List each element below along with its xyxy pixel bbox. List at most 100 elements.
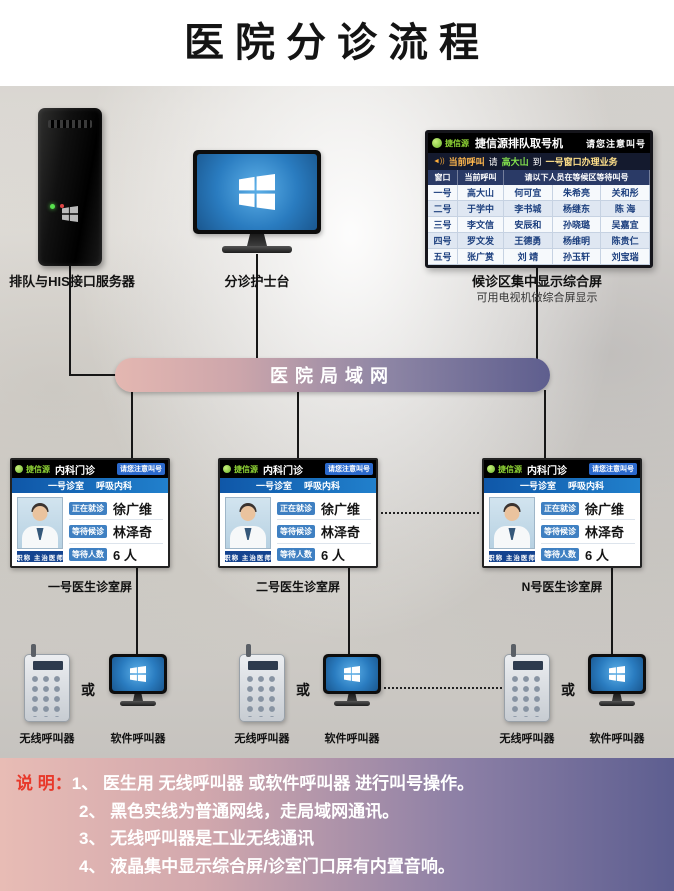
monitor-bezel [588,654,646,694]
department-name: 呼吸内科 [568,481,605,491]
door2-label: 二号医生诊室屏 [255,580,340,594]
windows-logo-icon [344,666,360,682]
monitor-screen [112,657,164,691]
nurse-station-label: 分诊护士台 [224,274,290,289]
brand-name: 捷信源 [445,138,469,148]
room-banner: 一号诊室 呼吸内科 [12,478,168,493]
door-body: 职称 主治医师 正在就诊 徐广维 等待候诊 林泽奇 等待人数 6 人 [220,493,376,566]
door-screen-2: 捷信源 内科门诊 请您注意叫号 一号诊室 呼吸内科 职称 主治医师 正在就诊 [218,458,378,568]
doctor-photo-column: 职称 主治医师 [16,497,63,566]
caller-keys [511,675,545,717]
monitor-base [599,701,635,706]
board-title: 捷信源排队取号机 [475,138,563,150]
next-patient-row: 等待候诊 林泽奇 [541,520,635,544]
brand-name: 捷信源 [498,464,522,474]
queue-row-4: 四号罗文发王德勇杨维明陈贵仁 [428,233,650,249]
monitor-screen [591,657,643,691]
door-info-rows: 正在就诊 徐广维 等待候诊 林泽奇 等待人数 6 人 [535,497,635,566]
monitor-stand [612,694,622,701]
door1-label: 一号医生诊室屏 [47,580,132,594]
door-notice: 请您注意叫号 [589,463,637,475]
doctor-title-badge: 职称 主治医师 [16,551,63,562]
waiting-count-row: 等待人数 6 人 [541,544,635,566]
server-led-red [60,204,64,208]
antenna [246,644,251,657]
queue-table-header: 窗口 当前呼叫 请以下人员在等候区等待叫号 [428,170,650,185]
door-title: 内科门诊 [263,465,303,477]
his-server-device [38,108,102,266]
door-notice: 请您注意叫号 [117,463,165,475]
doctor-photo [489,497,535,549]
department-name: 呼吸内科 [304,481,341,491]
queue-row-3: 三号李文信安辰和孙晓璐吴嘉宜 [428,217,650,233]
monitor-bezel [323,654,381,694]
caller-screen [248,661,278,670]
cable-lan-door2 [297,390,299,458]
monitor-screen [197,154,317,230]
door-info-rows: 正在就诊 徐广维 等待候诊 林泽奇 等待人数 6 人 [63,497,163,566]
cable-door1-caller [136,566,138,656]
antenna [31,644,36,657]
monitor-base [334,701,370,706]
note-line-3: 3、 无线呼叫器是工业无线通讯 [79,829,315,849]
wireless-caller-1 [24,644,70,722]
wireless-caller-2-label: 无线呼叫器 [234,733,290,745]
room-name: 一号诊室 [47,481,84,491]
monitor-stand [247,234,267,246]
note-line-2: 2、 黑色实线为普通网线，走局域网通讯。 [79,801,400,821]
door-notice: 请您注意叫号 [325,463,373,475]
door-header: 捷信源 内科门诊 请您注意叫号 [12,460,168,478]
avatar-tie [508,528,516,540]
room-banner: 一号诊室 呼吸内科 [484,478,640,493]
caller-keys [246,675,280,717]
doctor-photo-column: 职称 主治医师 [224,497,271,566]
door-header: 捷信源 内科门诊 请您注意叫号 [220,460,376,478]
door-screen-n: 捷信源 内科门诊 请您注意叫号 一号诊室 呼吸内科 职称 主治医师 正在就诊 [482,458,642,568]
queue-row-1: 一号高大山何可宜朱希亮关和彤 [428,185,650,201]
note-line-4: 4、 液晶集中显示综合屏/诊室门口屏有内置音响。 [79,856,455,876]
cable-server-vertical [69,266,71,376]
monitor-base [222,246,292,253]
server-led-green [50,204,55,209]
or-text-1: 或 [81,682,95,698]
cable-server-horizontal [69,374,119,376]
waiting-area-display-board: 捷信源 捷信源排队取号机 请您注意叫号 ◄)) 当前呼叫 请 高大山 到 一号窗… [425,130,653,268]
room-name: 一号诊室 [255,481,292,491]
monitor-screen [326,657,378,691]
note-line-1: 说 明：1、 医生用 无线呼叫器 或软件呼叫器 进行叫号操作。 [16,774,475,793]
wireless-caller-3 [504,644,550,722]
caller-screen [33,661,63,670]
monitor-stand [347,694,357,701]
cable-door2-caller [348,566,350,656]
cable-door3-caller [611,566,613,656]
cable-lan-door1 [131,390,133,458]
door-title: 内科门诊 [55,465,95,477]
caller-keys [31,675,65,717]
avatar-head [32,506,48,521]
software-caller-3-label: 软件呼叫器 [589,733,645,745]
current-call-name: 高大山 [501,157,529,167]
door-header: 捷信源 内科门诊 请您注意叫号 [484,460,640,478]
brand-logo-icon [432,138,442,148]
room-banner: 一号诊室 呼吸内科 [220,478,376,493]
board-sublabel: 可用电视机做综合屏显示 [476,292,598,304]
col-waiting: 请以下人员在等候区等待叫号 [504,170,650,185]
or-text-2: 或 [296,682,310,698]
nurse-station-monitor [193,150,321,256]
door3-label: N号医生诊室屏 [521,580,603,594]
cable-board-lan [536,268,538,360]
doctor-photo-column: 职称 主治医师 [488,497,535,566]
software-caller-2 [323,654,381,708]
dotted-link-doors [381,512,479,514]
door-screen-1: 捷信源 内科门诊 请您注意叫号 一号诊室 呼吸内科 职称 主治医师 正在就诊 [10,458,170,568]
windows-logo-icon [130,666,146,682]
avatar-tie [36,528,44,540]
board-header: 捷信源 捷信源排队取号机 请您注意叫号 [428,133,650,153]
monitor-bezel [193,150,321,234]
notes-heading: 说 明： [16,774,72,793]
col-window: 窗口 [428,170,458,185]
windows-logo-icon [609,666,625,682]
brand-logo-icon [487,465,495,473]
door-info-rows: 正在就诊 徐广维 等待候诊 林泽奇 等待人数 6 人 [271,497,371,566]
